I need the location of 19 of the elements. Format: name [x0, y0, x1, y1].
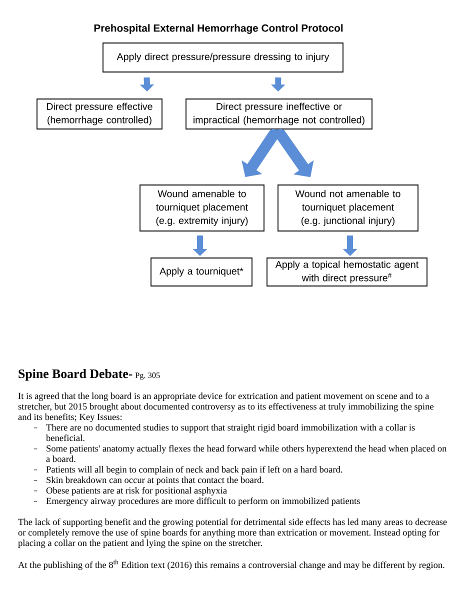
list-item: Skin breakdown can occur at points that contact the board. — [46, 476, 264, 485]
paragraph: At the publishing of the 8$^{th}$ Edition text (2016) this remains a controversial change and may be different by region. — [18, 560, 444, 570]
list-item: Emergency airway procedures are more difficult to perform on immobilized patients — [46, 497, 360, 506]
section-heading: Spine Board Debate- — [18, 369, 132, 381]
process-box: Apply a tourniquet* — [150, 258, 252, 286]
list-item: Some patients' anatomy actually flexes the head forward while others hyperextend the head when placed on a board. — [46, 444, 447, 462]
paragraph: The lack of supporting benefit and the growing potential for detrimental side effects has led many areas to decrease or completely remove the use of spine boards for anything more than extrication or movement. Instead opting for placing a collar on the patient and lying the spine on the stretcher. — [18, 518, 447, 548]
process-box: Apply a topical hemostatic agent with direct pressure$^{#}$ — [266, 258, 428, 286]
process-box: Wound amenable to tourniquet placement (e.g. extremity injury) — [140, 184, 264, 232]
title: Prehospital External Hemorrhage Control Protocol — [94, 24, 343, 34]
process-box: Apply direct pressure/pressure dressing to injury — [102, 42, 344, 72]
list-item: Patients will all begin to complain of neck and back pain if left on a hard board. — [46, 466, 342, 475]
process-box: Direct pressure ineffective or impractical (hemorrhage not controlled) — [186, 98, 372, 130]
process-box: Wound not amenable to tourniquet placement (e.g. junctional injury) — [278, 184, 418, 232]
page-reference: Pg. 305 — [135, 372, 160, 380]
process-box: Direct pressure effective (hemorrhage controlled) — [36, 98, 162, 130]
list-item: There are no documented studies to support that straight rigid board immobilization with a collar is beneficial. — [46, 424, 415, 442]
list-item: Obese patients are at risk for positional asphyxia — [46, 486, 227, 496]
paragraph: It is agreed that the long board is an appropriate device for extrication and patient movement on scene and to a stretcher, but 2015 brought about documented controversy as to its effectiveness at truly immobilizing the spine and its benefits; Key Issues: — [18, 392, 434, 422]
